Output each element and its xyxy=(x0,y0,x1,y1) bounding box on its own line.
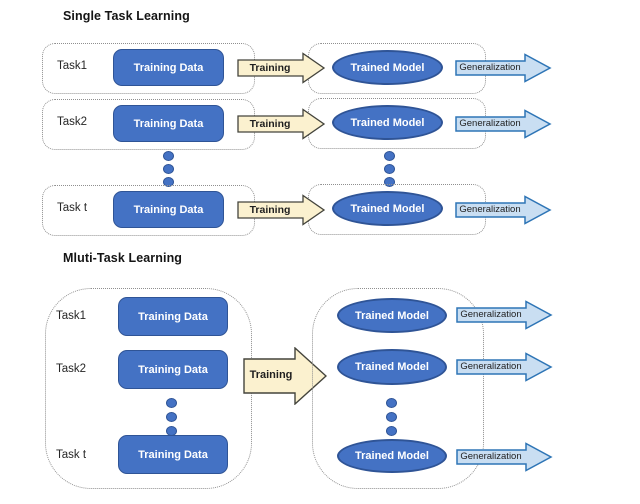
ellipsis-dot xyxy=(163,151,174,161)
training-data-box: Training Data xyxy=(113,105,224,142)
single-task-title: Single Task Learning xyxy=(63,9,190,23)
ellipsis-dot xyxy=(384,177,395,187)
training-arrow-icon: Training xyxy=(237,194,326,226)
training-arrow-label: Training xyxy=(249,369,293,381)
trained-model-ellipse: Trained Model xyxy=(332,105,443,140)
generalization-arrow-label: Generalization xyxy=(460,361,522,372)
training-data-box: Training Data xyxy=(118,350,228,389)
training-data-box: Training Data xyxy=(118,297,228,336)
ellipsis-dot xyxy=(163,177,174,187)
training-arrow-label: Training xyxy=(249,204,291,216)
trained-model-ellipse: Trained Model xyxy=(332,191,443,226)
generalization-arrow-icon: Generalization xyxy=(455,53,552,83)
generalization-arrow-icon: Generalization xyxy=(455,109,552,139)
generalization-arrow-icon: Generalization xyxy=(455,195,552,225)
generalization-arrow-label: Generalization xyxy=(459,204,521,215)
task-label: Task2 xyxy=(56,363,87,375)
generalization-arrow-icon: Generalization xyxy=(456,300,553,330)
generalization-arrow-icon: Generalization xyxy=(456,442,553,472)
multi-task-title: Mluti-Task Learning xyxy=(63,251,183,265)
generalization-arrow-label: Generalization xyxy=(460,451,522,462)
ellipsis-dot xyxy=(384,151,395,161)
generalization-arrow-label: Generalization xyxy=(459,62,521,73)
generalization-arrow-icon: Generalization xyxy=(456,352,553,382)
training-arrow-icon: Training xyxy=(237,52,326,84)
trained-model-ellipse: Trained Model xyxy=(337,298,447,333)
trained-model-ellipse: Trained Model xyxy=(332,50,443,85)
task-label: Task t xyxy=(57,202,88,214)
training-data-box: Training Data xyxy=(118,435,228,474)
generalization-arrow-label: Generalization xyxy=(459,118,521,129)
training-arrow-label: Training xyxy=(249,118,291,130)
generalization-arrow-label: Generalization xyxy=(460,309,522,320)
task-label: Task1 xyxy=(56,310,87,322)
ellipsis-dot xyxy=(163,164,174,174)
training-arrow-icon: Training xyxy=(237,108,326,140)
task-label: Task t xyxy=(56,449,87,461)
ellipsis-dot xyxy=(386,398,397,408)
ellipsis-dot xyxy=(166,398,177,408)
ellipsis-dot xyxy=(386,426,397,436)
training-arrow-icon: Training xyxy=(243,347,327,405)
task-label: Task2 xyxy=(57,116,88,128)
ellipsis-dot xyxy=(386,412,397,422)
task-label: Task1 xyxy=(57,60,88,72)
training-data-box: Training Data xyxy=(113,49,224,86)
trained-model-ellipse: Trained Model xyxy=(337,349,447,385)
training-data-box: Training Data xyxy=(113,191,224,228)
trained-model-ellipse: Trained Model xyxy=(337,439,447,473)
ellipsis-dot xyxy=(384,164,395,174)
training-arrow-label: Training xyxy=(249,62,291,74)
multi-task-model-group xyxy=(312,288,484,489)
ellipsis-dot xyxy=(166,412,177,422)
